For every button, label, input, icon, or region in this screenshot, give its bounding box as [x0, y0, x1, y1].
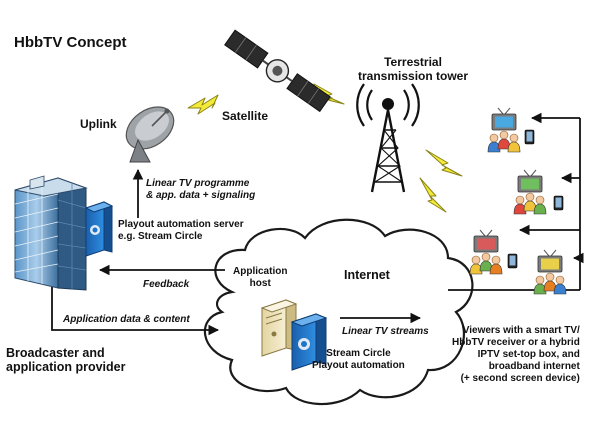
internet-cloud-icon	[203, 218, 474, 406]
satellite-dish-icon	[125, 106, 175, 163]
server-icon	[84, 201, 114, 257]
app-host-label: Application host	[233, 266, 288, 289]
tablet-icon	[507, 253, 518, 269]
satellite-icon	[224, 29, 331, 113]
viewers-label: Viewers with a smart TV/ HbbTV receiver …	[452, 325, 580, 384]
page-title: HbbTV Concept	[14, 34, 127, 51]
viewers-group	[469, 107, 567, 295]
satellite-label: Satellite	[222, 109, 269, 123]
server-icon-app-host	[260, 299, 298, 357]
tower-label: Terrestrial transmission tower	[358, 55, 469, 83]
playout-server-label: Playout automation server e.g. Stream Ci…	[118, 219, 244, 242]
feedback-label: Feedback	[143, 279, 190, 290]
viewer-cluster	[487, 107, 535, 153]
linear-streams-label: Linear TV streams	[342, 326, 429, 337]
stream-circle-label: Stream Circle Playout automation	[312, 348, 405, 371]
building-icon	[14, 175, 88, 291]
people-icon	[469, 252, 503, 275]
broadcaster-label: Broadcaster and application provider	[6, 346, 126, 375]
arrow-app-data	[51, 278, 220, 336]
lightning-icon	[187, 83, 463, 213]
linear-tv-label: Linear TV programme & app. data + signal…	[146, 178, 256, 201]
people-icon	[513, 192, 547, 215]
tv-icon	[491, 107, 517, 131]
viewer-cluster	[533, 249, 567, 295]
tablet-icon	[524, 129, 535, 145]
people-icon	[533, 272, 567, 295]
tablet-icon	[553, 195, 564, 211]
internet-label: Internet	[344, 268, 390, 282]
app-data-label: Application data & content	[63, 314, 190, 325]
radio-tower-icon	[356, 83, 420, 193]
tv-icon	[537, 249, 563, 273]
server-icon-stream-circle	[290, 313, 328, 371]
viewer-cluster	[513, 169, 564, 215]
tv-icon	[517, 169, 543, 193]
flow-arrows	[51, 112, 584, 336]
viewer-cluster	[469, 229, 518, 275]
tv-icon	[473, 229, 499, 253]
people-icon	[487, 130, 521, 153]
uplink-label: Uplink	[80, 117, 117, 131]
